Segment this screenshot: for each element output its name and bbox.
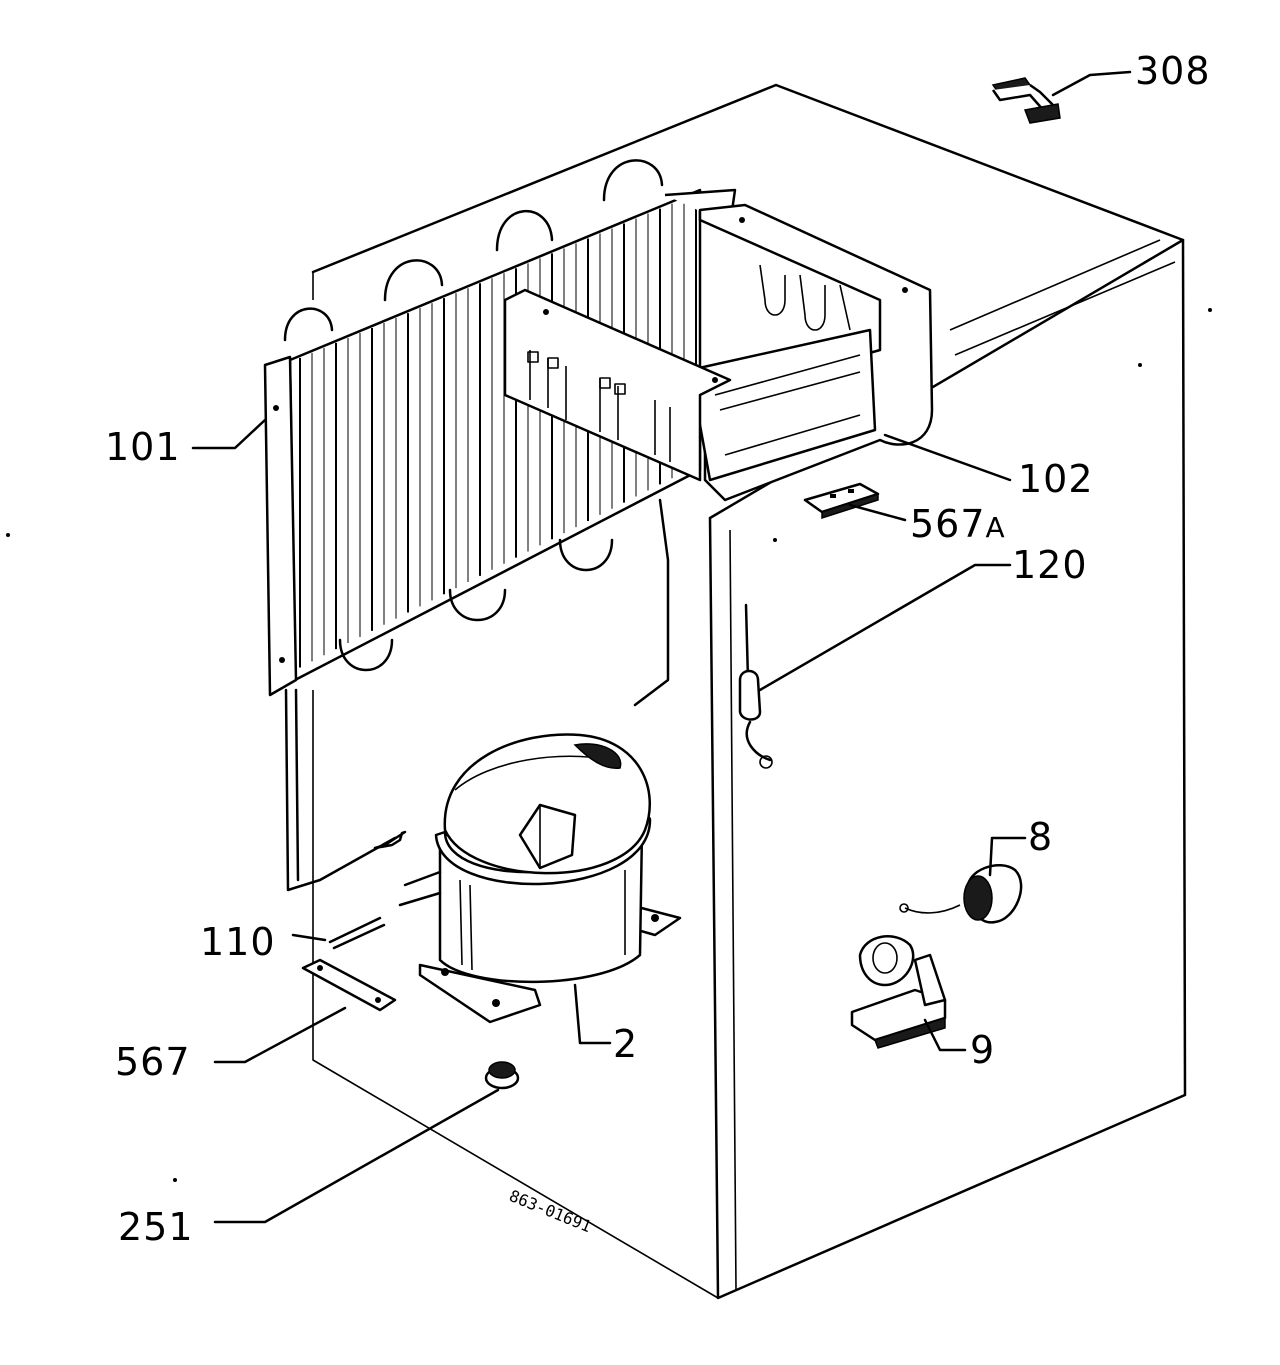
label-251: 251 xyxy=(118,1205,194,1249)
label-567: 567 xyxy=(115,1040,191,1084)
leader-lines xyxy=(191,70,1132,1224)
label-110: 110 xyxy=(200,920,276,964)
part-308-clip xyxy=(991,77,1061,124)
freezer-compartment xyxy=(503,188,934,502)
part-8-thermostat xyxy=(899,864,1023,924)
label-2: 2 xyxy=(613,1022,638,1066)
drawing-code: 863-01691 xyxy=(507,1186,595,1236)
part-9-relay xyxy=(850,935,947,1049)
label-101: 101 xyxy=(105,425,181,469)
label-567a: 567A xyxy=(910,502,1006,546)
label-120: 120 xyxy=(1012,543,1088,587)
label-9: 9 xyxy=(970,1028,995,1072)
part-251-grommet xyxy=(484,1061,520,1090)
compressor xyxy=(373,733,682,1024)
part-567-bracket xyxy=(301,958,397,1012)
part-labels: 308 101 102 567A 120 8 110 2 9 567 251 xyxy=(105,49,1211,1249)
label-102: 102 xyxy=(1018,457,1094,501)
part-120-sensor xyxy=(738,603,773,769)
label-8: 8 xyxy=(1028,815,1053,859)
cabinet-body xyxy=(6,83,1212,1300)
part-567a-plate xyxy=(803,482,880,520)
part-110-tube xyxy=(328,916,386,950)
label-308: 308 xyxy=(1135,49,1211,93)
